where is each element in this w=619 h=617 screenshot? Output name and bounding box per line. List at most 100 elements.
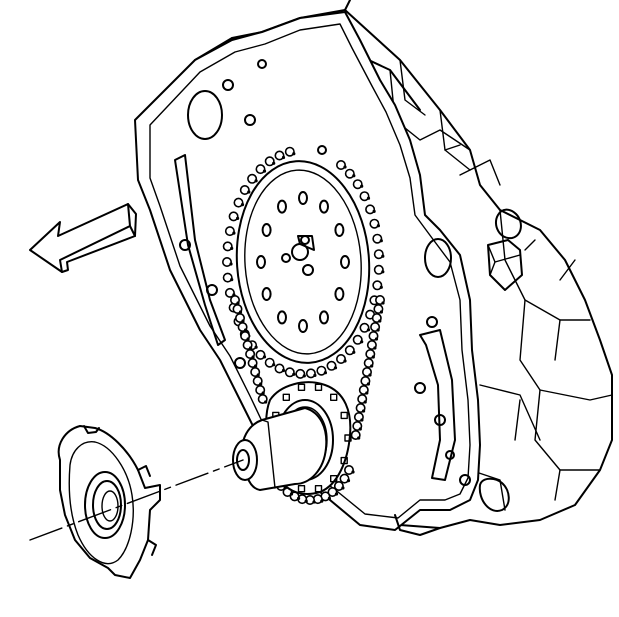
chain-link [335,160,346,171]
sprocket-hole [277,199,287,214]
chain-pin [379,239,383,243]
sprocket-hole [298,191,308,205]
direction-arrow-icon [29,203,137,273]
chain-pin [379,285,383,289]
chain-pin [376,328,380,332]
chain-pin [381,254,385,258]
chain-pin [254,364,258,368]
chain-pin [229,262,233,266]
chain-pin [254,345,258,349]
crankshaft-nose [232,399,334,491]
chain-pin [236,301,240,305]
chain-link [247,173,258,184]
chain-link [373,249,384,260]
sprocket-hole [319,199,329,214]
chain-pin [360,418,364,422]
chain-pin [381,270,385,274]
chain-link [224,226,235,237]
chain-pin [304,499,308,503]
chain-pin [373,346,377,350]
chain-pin [240,203,245,207]
chain-pin [272,363,276,367]
chain-pin [246,337,250,341]
chain-link [222,241,233,252]
chain-pin [379,310,383,314]
sprocket-hole [334,223,345,237]
front-crankshaft-seal [57,425,161,579]
chain-link [333,480,344,491]
chain-link [255,349,266,360]
chain-pin [352,350,356,354]
chain-pin [341,486,345,490]
sprocket-tooth [330,475,338,483]
chain-pin [366,196,371,200]
chain-link [264,357,275,368]
chain-link [284,146,295,157]
chain-pin [381,301,385,305]
sprocket-hole [340,255,350,269]
chain-pin [281,368,286,373]
chain-pin [230,278,234,282]
chain-link [352,334,363,345]
chain-pin [365,391,369,395]
chain-pin [362,409,366,413]
chain-pin [370,364,374,368]
chain-link [224,287,235,298]
chain-link [372,280,383,291]
sprocket-hole [261,223,272,237]
chain-link [326,360,337,371]
sprocket-tooth [282,393,290,401]
chain-pin [374,337,379,341]
chain-link [344,345,355,356]
chain-pin [312,500,316,504]
sprocket-hole [298,319,308,333]
chain-pin [254,179,258,183]
chain-pin [357,436,361,440]
sprocket-hole [319,310,329,325]
chain-link [274,150,285,161]
chain-pin [241,319,245,323]
chain-pin [256,373,260,377]
chain-pin [334,492,339,496]
chain-pin [323,371,327,375]
chain-link [339,473,350,484]
sprocket-tooth [340,411,348,420]
chain-pin [297,496,301,500]
chain-pin [343,165,347,169]
sprocket-tooth [330,393,338,401]
chain-pin [272,161,276,165]
chain-link [222,272,233,283]
chain-pin [366,382,370,386]
chain-pin [351,470,355,474]
chain-pin [360,184,364,188]
chain-pin [372,209,376,213]
chain-pin [363,400,367,404]
chain-pin [352,174,356,178]
chain-pin [360,340,364,344]
chain-pin [262,169,267,173]
chain-link [239,185,250,196]
chain-link [365,204,376,215]
alignment-centerline [29,459,244,541]
chain-link [233,197,244,208]
chain-link [344,168,355,179]
chain-pin [232,231,236,235]
chain-pin [366,328,371,332]
chain-pin [368,373,372,377]
chain-pin [238,310,243,314]
chain-pin [261,391,265,395]
chain-pin [302,374,306,378]
chain-pin [313,373,317,377]
sprocket-tooth [297,383,306,391]
chain-pin [230,246,234,250]
chain-pin [346,479,351,483]
chain-pin [249,346,253,350]
chain-pin [358,427,362,431]
chain-link [359,191,370,202]
chain-link [274,363,285,374]
sprocket-hole [256,255,266,269]
sprocket-tooth [340,456,348,465]
chain-pin [244,328,248,332]
